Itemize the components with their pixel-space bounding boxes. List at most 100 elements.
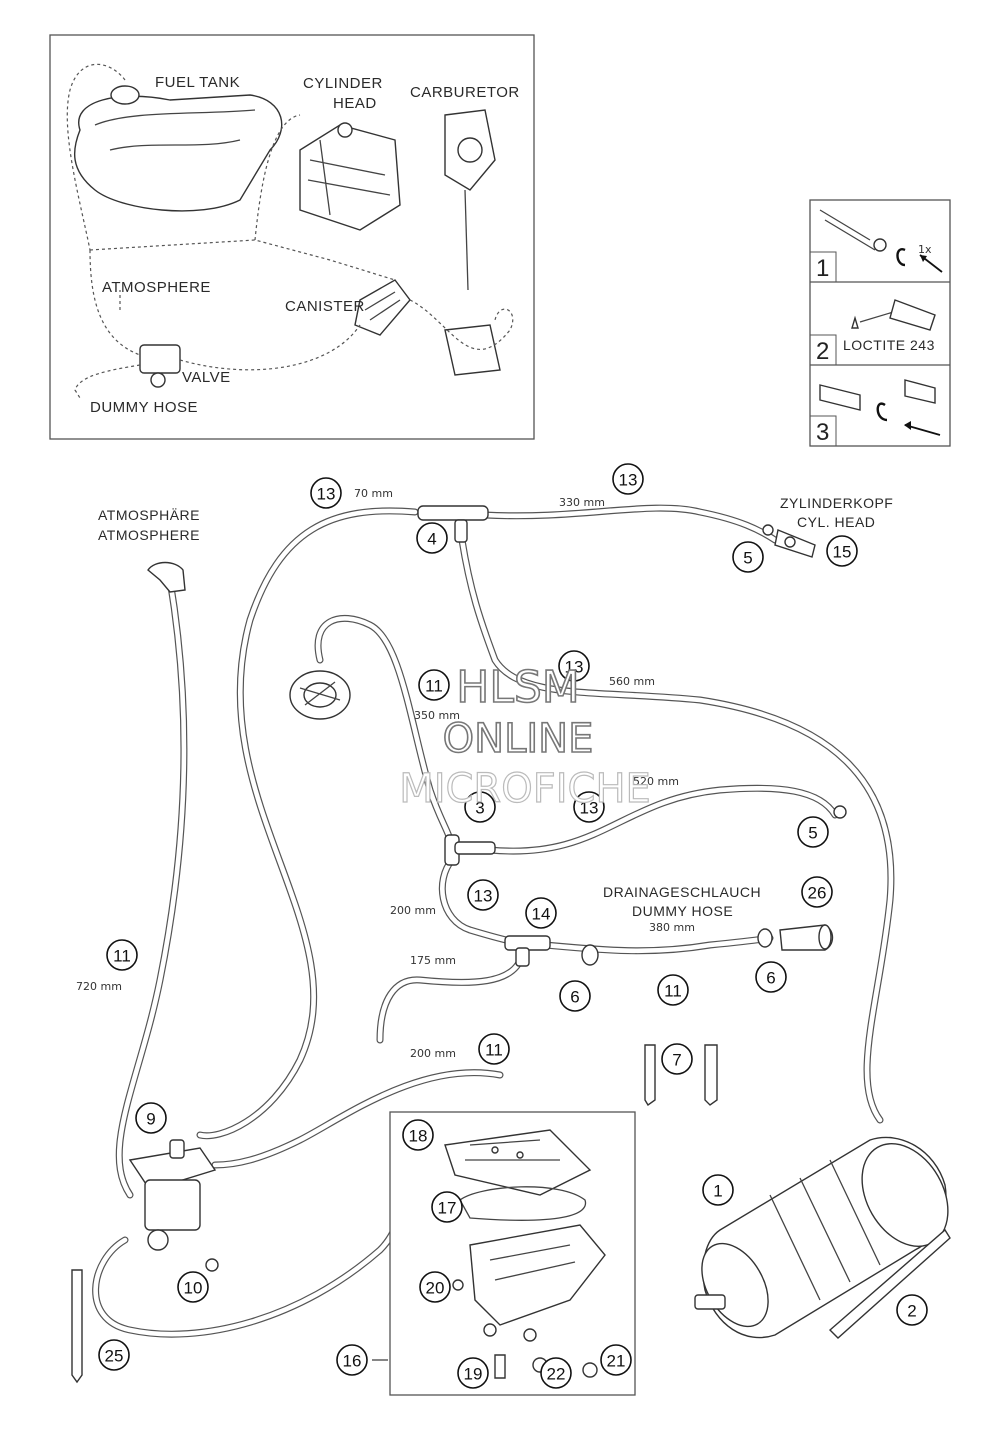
dim-200b: 200 mm xyxy=(410,1047,456,1060)
callout-21: 21 xyxy=(600,1344,632,1376)
svg-text:2: 2 xyxy=(907,1302,916,1321)
callout-22: 22 xyxy=(540,1357,572,1389)
svg-text:21: 21 xyxy=(607,1352,626,1371)
svg-text:13: 13 xyxy=(619,471,638,490)
dim-720: 720 mm xyxy=(76,980,122,993)
hose-clamp-icon xyxy=(819,209,943,273)
label-atmosphere: ATMOSPHERE xyxy=(102,279,211,296)
svg-text:13: 13 xyxy=(565,658,584,677)
callout-2: 2 xyxy=(896,1294,928,1326)
clip-install-icon xyxy=(819,379,941,436)
svg-text:10: 10 xyxy=(184,1279,203,1298)
svg-text:7: 7 xyxy=(672,1051,681,1070)
svg-text:3: 3 xyxy=(475,799,484,818)
svg-text:11: 11 xyxy=(113,947,131,966)
svg-text:22: 22 xyxy=(547,1365,566,1384)
callout-14: 14 xyxy=(525,897,557,929)
dim-330: 330 mm xyxy=(559,496,605,509)
label-zylinderkopf: ZYLINDERKOPF xyxy=(780,495,893,511)
cable-tie-25 xyxy=(71,1269,83,1384)
label-dummy-hose-main: DUMMY HOSE xyxy=(632,903,733,919)
svg-text:16: 16 xyxy=(343,1352,362,1371)
callout-13-e: 13 xyxy=(467,879,499,911)
callout-13-b: 13 xyxy=(612,463,644,495)
valve-sketch xyxy=(139,344,181,388)
canister-strap xyxy=(828,1228,951,1339)
callout-5-a: 5 xyxy=(732,541,764,573)
callout-6-b: 6 xyxy=(559,980,591,1012)
svg-text:19: 19 xyxy=(464,1365,483,1384)
callout-9: 9 xyxy=(135,1102,167,1134)
cylinder-head-sketch xyxy=(299,122,401,231)
carburetor-sketch xyxy=(444,109,501,376)
callout-15: 15 xyxy=(826,535,858,567)
legend-row-1: 1 xyxy=(816,255,829,282)
dim-70: 70 mm xyxy=(354,487,393,500)
cable-ties-7 xyxy=(644,1044,718,1107)
svg-text:13: 13 xyxy=(317,485,336,504)
svg-text:17: 17 xyxy=(438,1199,457,1218)
svg-text:HLSM: HLSM xyxy=(456,662,580,713)
callout-10: 10 xyxy=(177,1271,209,1303)
callout-7: 7 xyxy=(661,1043,693,1075)
clip-6b xyxy=(757,928,773,948)
fuel-tank-sketch xyxy=(66,63,283,251)
label-canister: CANISTER xyxy=(285,298,365,315)
svg-text:14: 14 xyxy=(532,905,551,924)
svg-text:18: 18 xyxy=(409,1127,428,1146)
svg-text:11: 11 xyxy=(425,677,443,696)
svg-text:25: 25 xyxy=(105,1347,124,1366)
callout-17: 17 xyxy=(431,1191,463,1223)
label-valve: VALVE xyxy=(182,369,231,386)
loctite-bolt-icon xyxy=(851,299,936,331)
canister-mount-subassembly xyxy=(372,1111,636,1396)
callout-1: 1 xyxy=(702,1174,734,1206)
legend-1x: 1x xyxy=(918,243,932,256)
callout-4: 4 xyxy=(416,522,448,554)
legend-loctite: LOCTITE 243 xyxy=(843,337,935,353)
svg-text:5: 5 xyxy=(808,824,817,843)
svg-text:11: 11 xyxy=(664,982,682,1001)
clip-5-lower xyxy=(833,805,847,819)
legend-row-2: 2 xyxy=(816,338,829,365)
dim-350: 350 mm xyxy=(414,709,460,722)
svg-text:13: 13 xyxy=(474,887,493,906)
callout-3: 3 xyxy=(464,791,496,823)
t-piece-4 xyxy=(417,505,489,543)
label-fuel-tank: FUEL TANK xyxy=(155,74,240,91)
legend-row-3: 3 xyxy=(816,419,829,446)
t-piece-3 xyxy=(444,834,496,866)
rollover-valve xyxy=(128,1139,219,1272)
hoses xyxy=(92,504,895,1338)
callout-5-b: 5 xyxy=(797,816,829,848)
overview-panel: FUEL TANK CYLINDER HEAD CARBURETOR ATMOS… xyxy=(49,34,535,440)
svg-text:11: 11 xyxy=(485,1041,503,1060)
svg-text:15: 15 xyxy=(833,543,852,562)
svg-text:26: 26 xyxy=(808,884,827,903)
dim-560: 560 mm xyxy=(609,675,655,688)
label-carburetor: CARBURETOR xyxy=(410,84,520,101)
label-cylinder-head-1: CYLINDER xyxy=(303,75,383,92)
canister xyxy=(694,1136,949,1339)
callout-25: 25 xyxy=(98,1339,130,1371)
svg-text:20: 20 xyxy=(426,1279,445,1298)
svg-text:ONLINE: ONLINE xyxy=(443,716,594,762)
callout-13-d: 13 xyxy=(573,791,605,823)
t-piece-14 xyxy=(504,935,551,967)
clip-6a xyxy=(581,944,599,966)
svg-text:6: 6 xyxy=(570,988,579,1007)
label-cylinder-head-2: HEAD xyxy=(333,95,377,112)
legend-panel: 1 2 3 1x LOCTITE 243 xyxy=(809,199,951,447)
cyl-head-fitting xyxy=(762,524,816,558)
svg-text:9: 9 xyxy=(146,1110,155,1129)
label-atmosphaere: ATMOSPHÄRE xyxy=(98,507,200,523)
dim-175: 175 mm xyxy=(410,954,456,967)
dim-200a: 200 mm xyxy=(390,904,436,917)
label-cyl-head: CYL. HEAD xyxy=(797,514,875,530)
label-drainage: DRAINAGESCHLAUCH xyxy=(603,884,761,900)
label-atmosphere-main: ATMOSPHERE xyxy=(98,527,200,543)
dummy-hose-plug xyxy=(779,924,834,951)
dim-380: 380 mm xyxy=(649,921,695,934)
callout-13-a: 13 xyxy=(310,477,342,509)
